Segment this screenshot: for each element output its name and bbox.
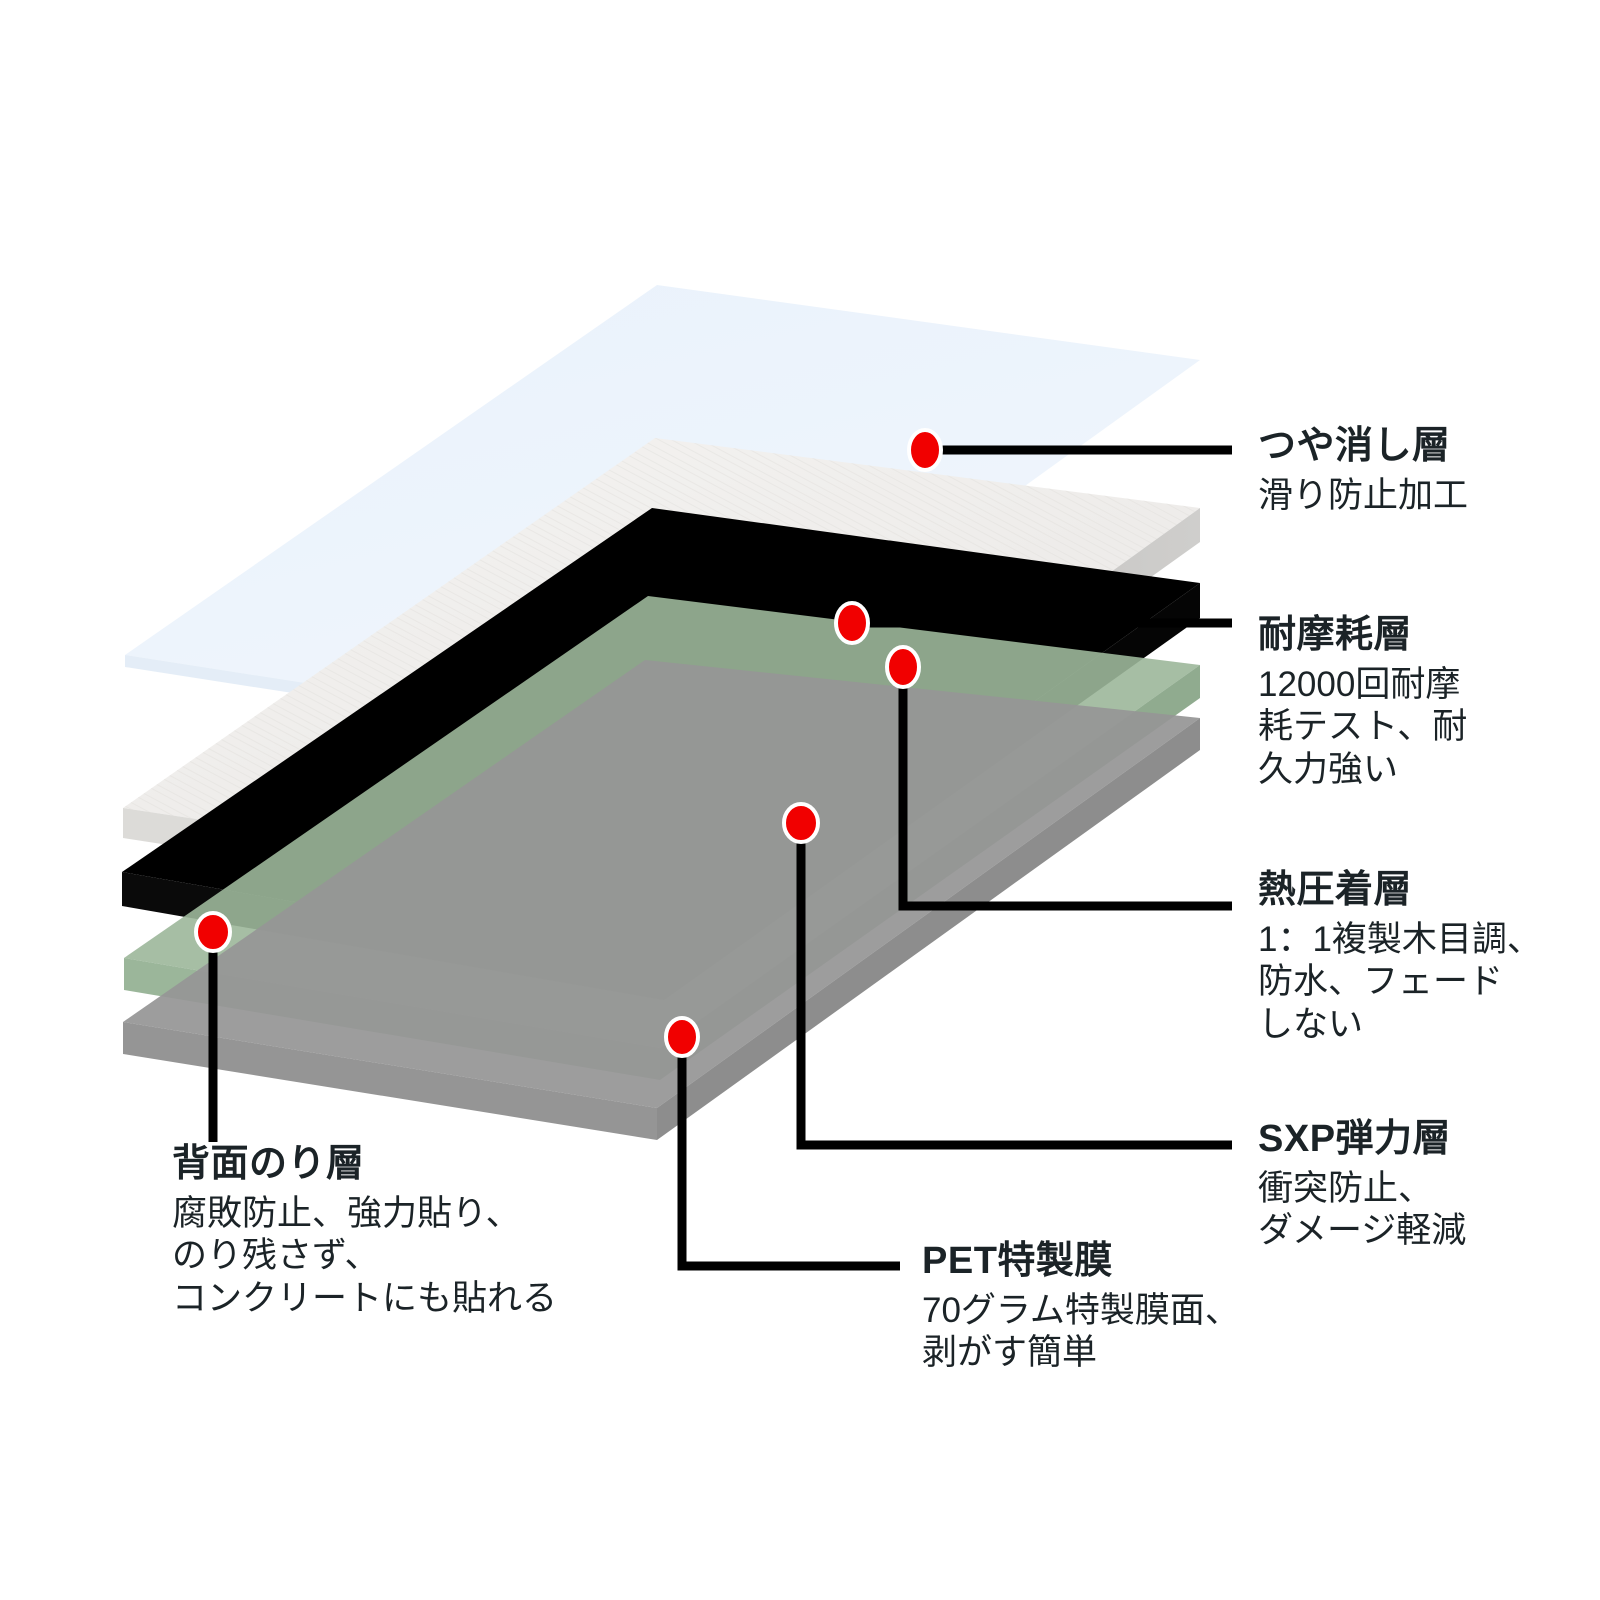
callout-title-pet: PET特製膜	[922, 1240, 1113, 1282]
callout-desc-pet: 70グラム特製膜面、 剥がす簡単	[922, 1290, 1240, 1373]
layer-markers	[194, 428, 943, 1058]
leader-line-sxp	[796, 823, 1232, 1150]
callout-thermal: 熱圧着層 1：1複製木目調、 防水、フェード しない	[1258, 869, 1542, 1047]
callout-wear: 耐摩耗層 12000回耐摩 耗テスト、耐 久力強い	[1258, 614, 1467, 792]
marker-dot-wear	[834, 601, 870, 645]
leader-line-thermal	[898, 667, 1232, 911]
marker-dot-adhesive	[194, 911, 232, 953]
marker-dot-pet	[664, 1016, 700, 1058]
callout-title-sxp: SXP弾力層	[1258, 1118, 1452, 1160]
leader-line-pet	[677, 1037, 900, 1271]
leader-lines	[208, 445, 1232, 1271]
callout-desc-matte: 滑り防止加工	[1258, 475, 1469, 515]
callout-desc-wear: 12000回耐摩 耗テスト、耐 久力強い	[1258, 664, 1468, 790]
callout-title-adhesive: 背面のり層	[172, 1143, 365, 1185]
marker-dot-matte	[907, 428, 943, 472]
callout-desc-sxp: 衝突防止、 ダメージ軽減	[1258, 1168, 1467, 1251]
callout-sxp: SXP弾力層 衝突防止、 ダメージ軽減	[1258, 1118, 1466, 1253]
callout-title-thermal: 熱圧着層	[1258, 869, 1413, 911]
callout-matte: つや消し層 滑り防止加工	[1258, 425, 1468, 517]
callout-desc-adhesive: 腐敗防止、強力貼り、 のり残さず、 コンクリートにも貼れる	[172, 1193, 558, 1319]
callout-adhesive: 背面のり層 腐敗防止、強力貼り、 のり残さず、 コンクリートにも貼れる	[172, 1143, 557, 1321]
callout-pet: PET特製膜 70グラム特製膜面、 剥がす簡単	[922, 1240, 1240, 1375]
pet-film-layer-sheet	[123, 660, 1200, 1140]
marker-dot-thermal	[885, 645, 921, 689]
callout-desc-thermal: 1：1複製木目調、 防水、フェード しない	[1258, 919, 1542, 1045]
callout-title-matte: つや消し層	[1258, 425, 1451, 467]
callout-title-wear: 耐摩耗層	[1258, 614, 1413, 656]
marker-dot-sxp	[782, 802, 820, 844]
